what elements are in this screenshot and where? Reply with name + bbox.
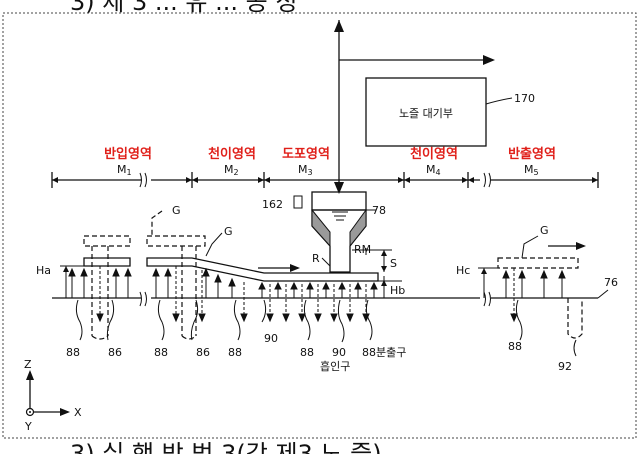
ref-88-a: 88 bbox=[66, 346, 80, 359]
substrate-left bbox=[83, 257, 131, 267]
coordinate-axes bbox=[25, 370, 70, 417]
region-code-m3: M3 bbox=[298, 163, 313, 177]
ref-88-d: 88 bbox=[300, 346, 314, 359]
substrate-label-main: G bbox=[224, 225, 233, 238]
ejection-ports-unloading bbox=[502, 268, 566, 323]
nozzle-waiting-unit-label: 노즐 대기부 bbox=[399, 107, 453, 120]
nozzle-waiting-unit bbox=[365, 77, 487, 147]
unit-leader-line bbox=[485, 97, 513, 105]
suction-ports bbox=[96, 266, 248, 323]
footer-caption: 3) 실 행 방 법 3(각 제3 노 즐) bbox=[70, 440, 382, 454]
lift-pins bbox=[91, 246, 197, 340]
stage-ref: 76 bbox=[604, 276, 618, 289]
region-code-m4: M4 bbox=[426, 163, 441, 177]
region-code-m1: M1 bbox=[117, 163, 132, 177]
substrate-leader-main bbox=[205, 232, 223, 257]
ref-90-b: 90 bbox=[332, 346, 346, 359]
height-label-ha: Ha bbox=[36, 264, 51, 277]
height-dimension-ha bbox=[60, 265, 84, 298]
header-caption: 3) 제 3 ... 유 ... 공 정 bbox=[70, 0, 297, 16]
ref-88-e: 88 bbox=[362, 346, 376, 359]
height-label-hb: Hb bbox=[390, 284, 405, 297]
coating-region-ports bbox=[258, 281, 378, 323]
stage-leader-line bbox=[597, 289, 609, 299]
unit-ref: 170 bbox=[514, 92, 535, 105]
substrate-leader-loading bbox=[151, 210, 163, 236]
region-code-m5: M5 bbox=[524, 163, 539, 177]
region-label-transition-2: 천이영역 bbox=[410, 146, 458, 162]
region-label-loading: 반입영역 bbox=[104, 146, 152, 162]
height-dimension-hb bbox=[378, 276, 402, 298]
travel-arrowhead bbox=[483, 55, 495, 65]
region-label-unloading: 반출영역 bbox=[508, 146, 556, 162]
substrate-dashed-right bbox=[146, 235, 206, 247]
ref-86-b: 86 bbox=[196, 346, 210, 359]
gap-label: S bbox=[390, 257, 397, 270]
ref-86-a: 86 bbox=[108, 346, 122, 359]
substrate-leader-unloading bbox=[521, 235, 539, 259]
height-label-hc: Hc bbox=[456, 264, 470, 277]
stage-surface bbox=[52, 291, 598, 307]
substrate-label-loading: G bbox=[172, 204, 181, 217]
ref-88-c: 88 bbox=[228, 346, 242, 359]
sensor bbox=[293, 195, 303, 209]
transport-arrowhead bbox=[290, 264, 300, 272]
ref-90-a: 90 bbox=[264, 332, 278, 345]
ref-88-b: 88 bbox=[154, 346, 168, 359]
region-dimension-line bbox=[51, 172, 599, 188]
gap-dimension-s bbox=[352, 249, 392, 272]
diagram-frame bbox=[2, 12, 637, 439]
region-code-m2: M2 bbox=[224, 163, 239, 177]
unloading-arrowhead bbox=[576, 242, 586, 250]
region-label-coating: 도포영역 bbox=[282, 146, 330, 162]
substrate-label-unloading: G bbox=[540, 224, 549, 237]
axis-label-z: Z bbox=[24, 358, 32, 371]
inlet-label: 흡인구 bbox=[320, 359, 350, 373]
lifter-ref: 92 bbox=[558, 360, 572, 373]
resist-nozzle bbox=[311, 191, 367, 273]
lifter bbox=[567, 298, 583, 339]
outlet-label: 분출구 bbox=[376, 346, 406, 359]
region-label-transition-1: 천이영역 bbox=[208, 146, 256, 162]
resist-leader-line bbox=[321, 257, 331, 267]
axis-label-y: Y bbox=[24, 420, 32, 433]
nozzle-ref: 78 bbox=[372, 204, 386, 217]
sensor-label: 162 bbox=[262, 198, 283, 211]
nozzle-down-arrowhead bbox=[334, 182, 344, 194]
axis-label-x: X bbox=[74, 406, 82, 419]
reference-leader-lines bbox=[75, 299, 577, 357]
substrate-dashed-unloading bbox=[497, 257, 579, 269]
ejection-ports-loading bbox=[68, 267, 236, 298]
ref-88-f: 88 bbox=[508, 340, 522, 353]
nozzle-up-arrowhead bbox=[334, 20, 344, 32]
substrate-dashed-left bbox=[83, 235, 131, 247]
height-dimension-hc bbox=[478, 267, 498, 298]
resist-label: R bbox=[312, 252, 320, 265]
substrate-main bbox=[146, 257, 379, 282]
